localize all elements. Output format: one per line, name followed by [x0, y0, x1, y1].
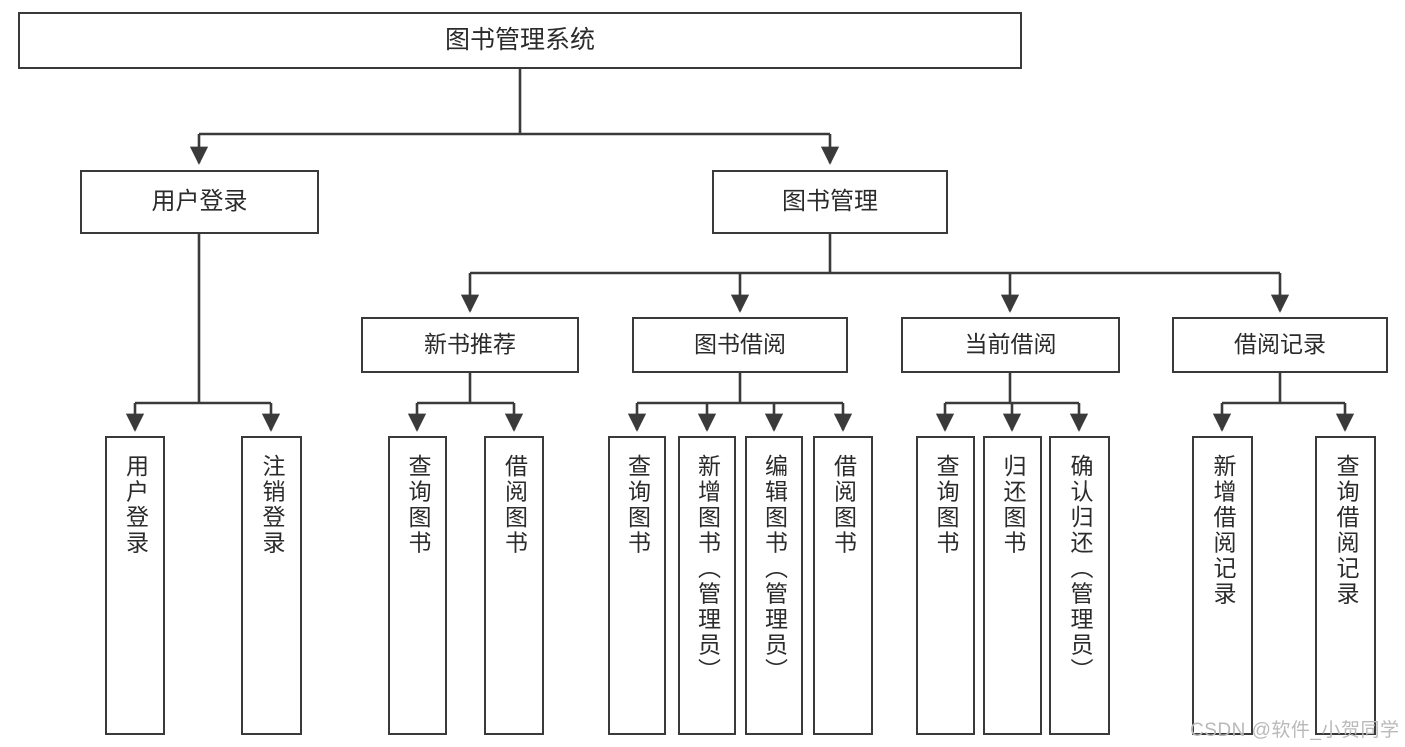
node-current-borrow[interactable]: 当前借阅 [901, 317, 1120, 373]
leaf-label: 新增图书（管理员） [694, 454, 721, 684]
node-borrow-record[interactable]: 借阅记录 [1172, 317, 1388, 373]
node-return-book[interactable]: 归还图书 [983, 436, 1042, 735]
node-book-borrow[interactable]: 图书借阅 [632, 317, 848, 373]
node-root[interactable]: 图书管理系统 [18, 12, 1022, 69]
node-user-logout[interactable]: 注销登录 [241, 436, 302, 735]
node-borrow-book-do[interactable]: 借阅图书 [813, 436, 873, 735]
leaf-label: 借阅图书 [830, 454, 857, 556]
leaf-label: 确认归还（管理员） [1067, 454, 1093, 684]
node-query-book-new[interactable]: 查询图书 [388, 436, 447, 735]
leaf-label: 借阅图书 [501, 454, 528, 556]
node-user-login[interactable]: 用户登录 [80, 170, 319, 234]
leaf-label: 用户登录 [122, 454, 149, 556]
csdn-watermark: CSDN @软件_小贺同学 [1190, 720, 1400, 741]
leaf-label: 归还图书 [1000, 454, 1026, 556]
node-add-borrow-record[interactable]: 新增借阅记录 [1192, 436, 1253, 735]
node-new-book-recommend[interactable]: 新书推荐 [361, 317, 579, 373]
leaf-label: 查询图书 [933, 454, 959, 556]
leaf-label: 查询图书 [405, 454, 431, 556]
node-add-book-admin[interactable]: 新增图书（管理员） [678, 436, 736, 735]
leaf-label: 新增借阅记录 [1210, 454, 1236, 607]
leaf-label: 注销登录 [259, 454, 285, 556]
node-book-manage[interactable]: 图书管理 [712, 170, 948, 234]
node-user-login-do[interactable]: 用户登录 [105, 436, 165, 735]
node-query-book-current[interactable]: 查询图书 [916, 436, 975, 735]
leaf-label: 查询借阅记录 [1333, 454, 1359, 607]
node-borrow-book-new[interactable]: 借阅图书 [484, 436, 544, 735]
node-query-borrow-record[interactable]: 查询借阅记录 [1315, 436, 1376, 735]
node-edit-book-admin[interactable]: 编辑图书（管理员） [745, 436, 803, 735]
node-query-book-borrow[interactable]: 查询图书 [608, 436, 666, 735]
leaf-label: 编辑图书（管理员） [761, 454, 788, 684]
leaf-label: 查询图书 [624, 454, 651, 556]
node-confirm-return[interactable]: 确认归还（管理员） [1049, 436, 1110, 735]
